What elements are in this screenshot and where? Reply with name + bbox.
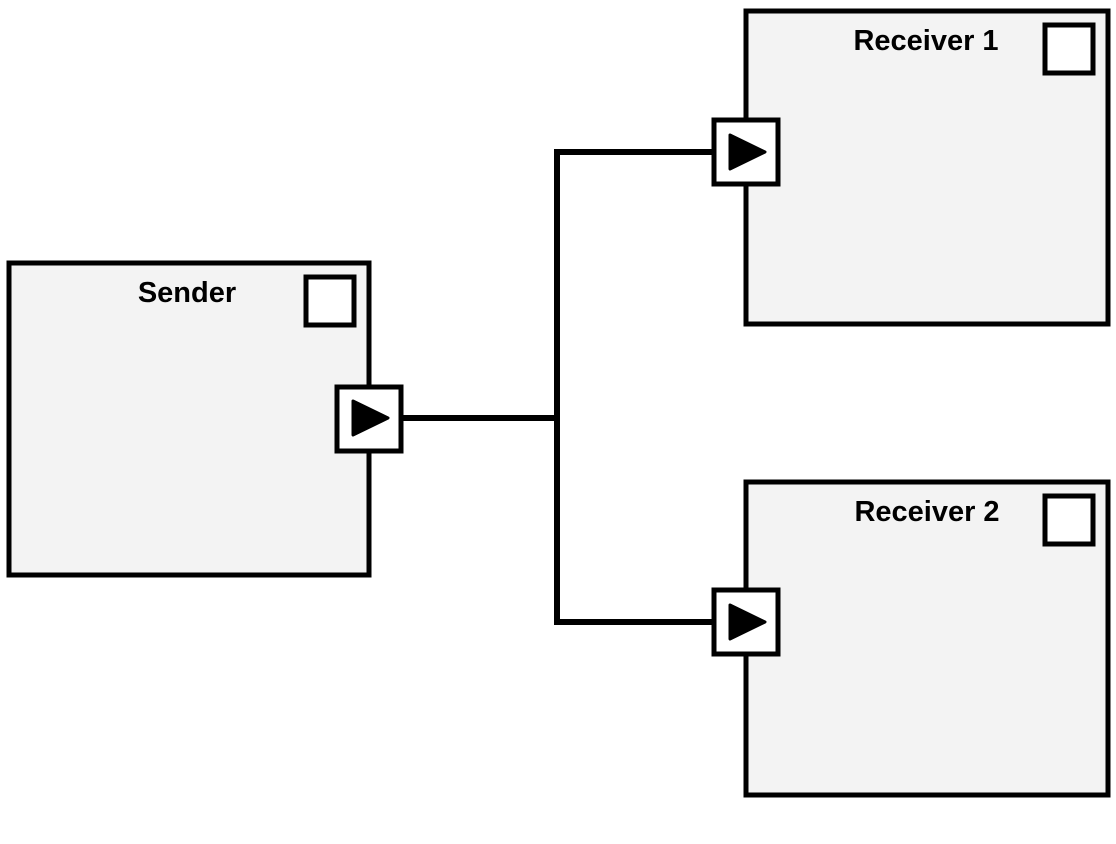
sender-label: Sender [138,277,236,309]
play-arrow-icon [728,603,767,641]
square-icon [1042,493,1096,547]
receiver-1-label: Receiver 1 [853,25,998,57]
receiver-1-input-port[interactable] [711,117,781,187]
wire-to-receiver-1[interactable] [554,149,718,421]
square-icon [303,274,357,328]
sender-output-port[interactable] [334,384,404,454]
play-arrow-icon [351,399,390,437]
receiver-2-label: Receiver 2 [854,496,999,528]
block-receiver-2[interactable]: Receiver 2 [711,479,1111,798]
play-arrow-icon [728,133,767,171]
wire-to-receiver-2[interactable] [554,415,718,625]
block-receiver-1[interactable]: Receiver 1 [711,8,1111,327]
receiver-2-input-port[interactable] [711,587,781,657]
block-sender[interactable]: Sender [6,260,404,578]
connection-wires [397,149,718,625]
square-icon [1042,22,1096,76]
